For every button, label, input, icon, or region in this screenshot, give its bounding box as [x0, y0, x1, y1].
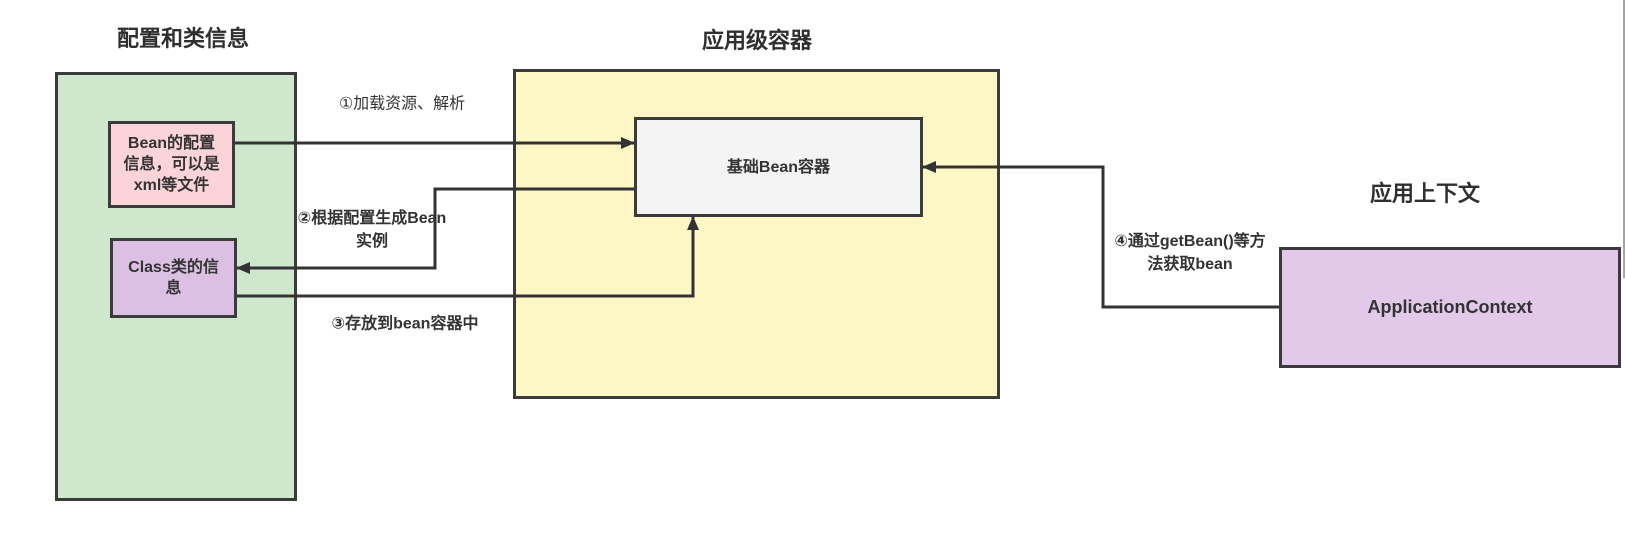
- arrow-label-step2-line: ②根据配置生成Bean: [297, 210, 447, 227]
- section-title-app-level-container: 应用级容器: [701, 28, 813, 53]
- application-context-box-label: ApplicationContext: [1367, 297, 1533, 317]
- bean-config-box-label: xml等文件: [133, 177, 210, 194]
- scrollbar-fragment[interactable]: [1623, 0, 1625, 278]
- arrow-label-step3: ③存放到bean容器中: [332, 313, 479, 336]
- bean-config-box-label: 信息，可以是: [123, 156, 220, 173]
- section-title-config-and-class-info: 配置和类信息: [116, 26, 250, 51]
- arrow-label-step1-line: ①加载资源、解析: [338, 95, 466, 113]
- arrow-label-step3-line: ③存放到bean容器中: [331, 315, 479, 333]
- class-info-box-label: Class类的信: [128, 259, 219, 276]
- basic-bean-container-box-label: 基础Bean容器: [726, 158, 831, 176]
- arrow-label-step2-line: 实例: [355, 233, 388, 250]
- section-title-app-context: 应用上下文: [1369, 181, 1481, 206]
- arrow-label-step4: ④通过getBean()等方法获取bean: [1114, 230, 1265, 276]
- bean-config-box: Bean的配置信息，可以是 xml等文件: [108, 121, 235, 208]
- arrow-label-step4-line: ④通过getBean()等方: [1114, 233, 1266, 250]
- class-info-box: Class类的信息: [110, 238, 237, 318]
- application-context-box: ApplicationContext: [1279, 247, 1621, 368]
- arrow-label-step1: ①加载资源、解析: [339, 93, 465, 116]
- bean-config-box-label: Bean的配置: [127, 135, 216, 152]
- arrow-label-step4-line: 法获取bean: [1147, 256, 1233, 273]
- class-info-box-label: 息: [165, 280, 182, 297]
- arrow-label-step2: ②根据配置生成Bean 实例: [298, 207, 447, 253]
- basic-bean-container-box: 基础Bean容器: [634, 117, 923, 217]
